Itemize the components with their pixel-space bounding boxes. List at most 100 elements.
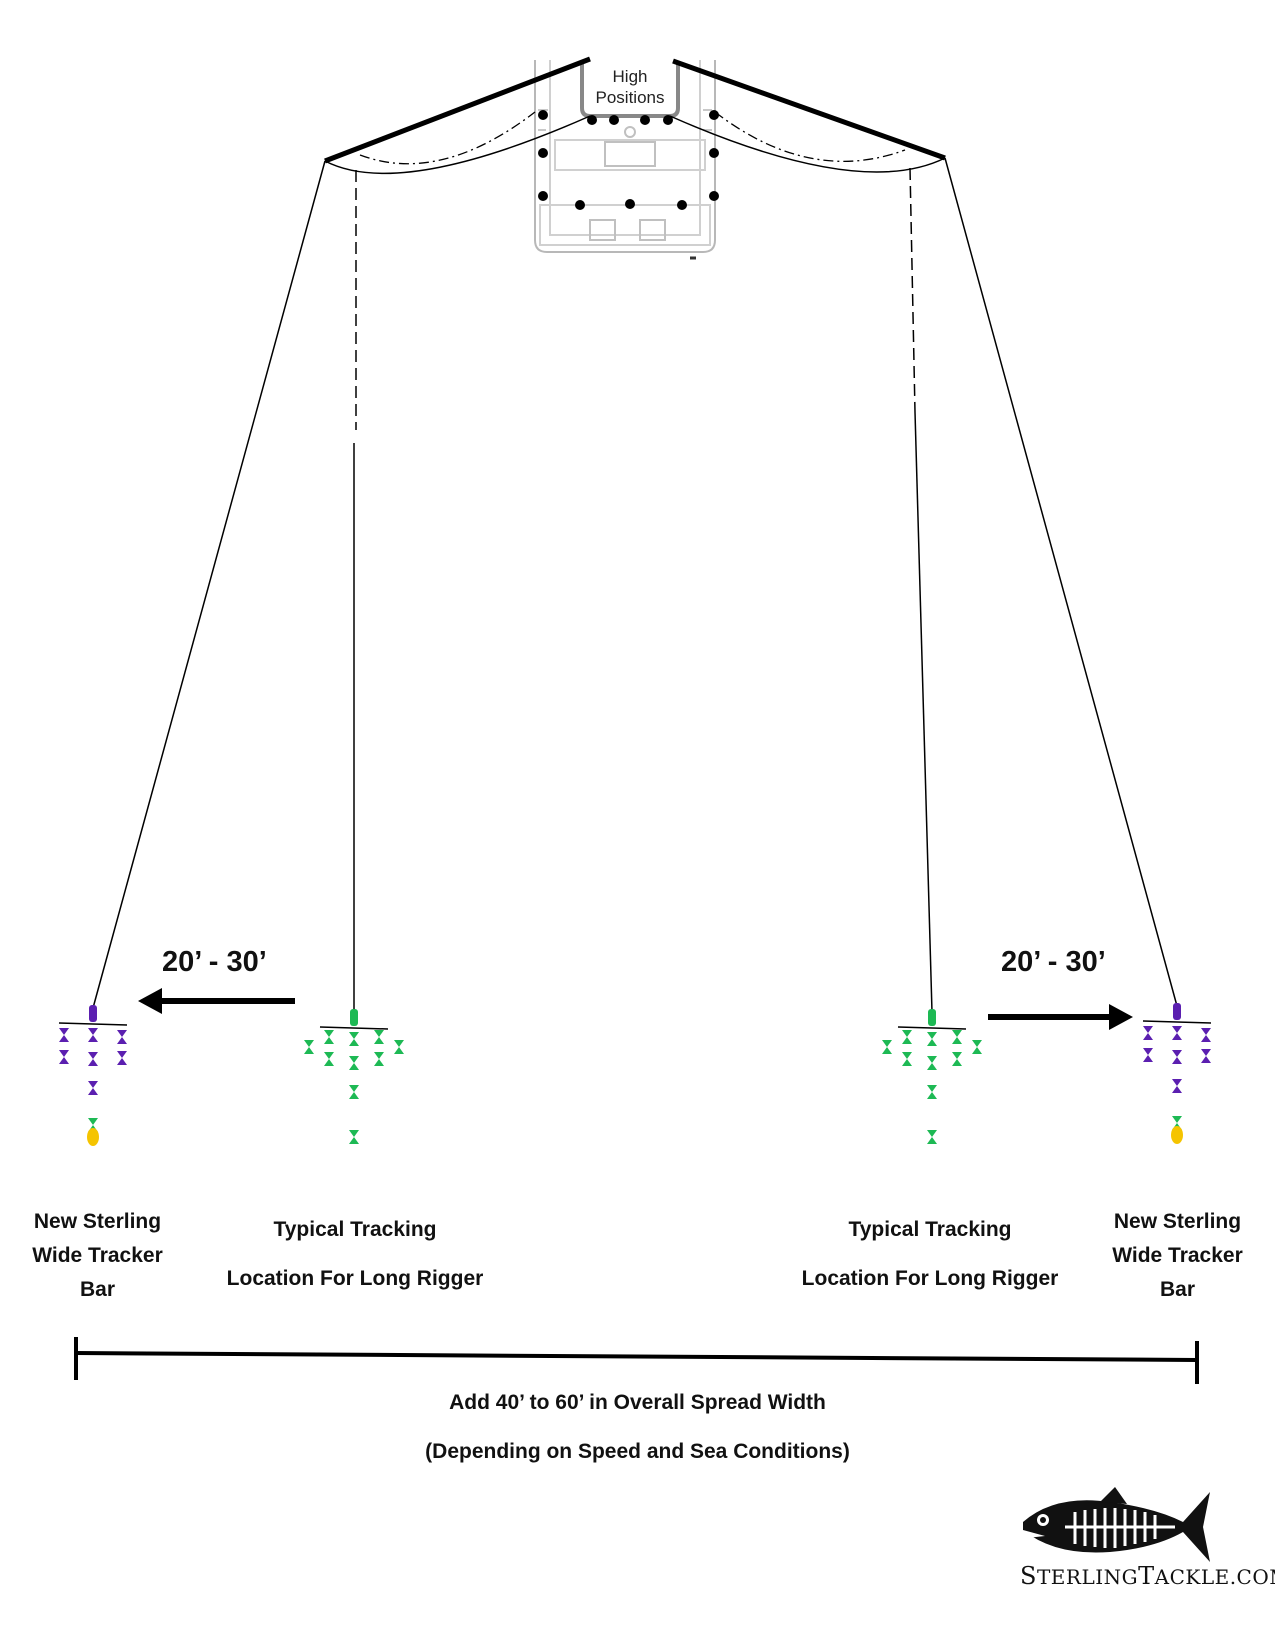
lure-teaser xyxy=(88,1052,98,1059)
right-wide-tracker-line3: Bar xyxy=(1159,1278,1196,1301)
lure-teaser xyxy=(1201,1056,1211,1063)
right-typical-line2: Location For Long Rigger xyxy=(801,1267,1059,1290)
tracker-bar xyxy=(1142,1020,1212,1024)
left-outrigger-pole xyxy=(324,56,591,164)
right-typical-line-dashed xyxy=(909,167,916,413)
rod-holder-dot xyxy=(709,191,719,201)
lure-teaser xyxy=(117,1058,127,1065)
left-halyard-dashed xyxy=(359,111,536,165)
lure-teaser xyxy=(349,1137,359,1144)
rod-holder-dot xyxy=(587,115,597,125)
tracker-bar xyxy=(58,1022,128,1026)
logo-cap-s: S xyxy=(1020,1562,1037,1590)
lure-teaser xyxy=(1143,1055,1153,1062)
tracker-connector xyxy=(928,1009,936,1026)
lure-teaser xyxy=(972,1040,982,1047)
left-typical-line1: Typical Tracking xyxy=(273,1218,437,1241)
lure-teaser xyxy=(324,1037,334,1044)
lure-teaser xyxy=(324,1059,334,1066)
right-wide-line xyxy=(944,157,1178,1007)
lure-teaser xyxy=(349,1092,359,1099)
lure-teaser xyxy=(304,1040,314,1047)
spread-width-label: Add 40’ to 60’ in Overall Spread Width xyxy=(449,1391,826,1414)
high-positions-bracket xyxy=(580,62,680,118)
lure-teaser xyxy=(1172,1116,1182,1123)
high-positions-label: High Positions xyxy=(582,66,678,108)
left-arrow-head xyxy=(138,988,162,1014)
left-wide-tracker-label: New Sterling Wide Tracker Bar xyxy=(10,1205,185,1307)
lure-teaser xyxy=(88,1118,98,1125)
tracker-bar xyxy=(897,1026,967,1030)
rod-holder-dot xyxy=(709,148,719,158)
lure-teaser xyxy=(304,1047,314,1054)
left-halyard xyxy=(324,115,591,175)
lure-teaser xyxy=(972,1047,982,1054)
lure-teaser xyxy=(902,1059,912,1066)
right-typical-line xyxy=(914,411,933,1013)
lure-teaser xyxy=(952,1059,962,1066)
lure-teaser xyxy=(1172,1057,1182,1064)
rod-holder-dot xyxy=(538,148,548,158)
left-wide-tracker-line3: Bar xyxy=(79,1278,116,1301)
lure-teaser xyxy=(59,1028,69,1035)
rod-holder-dot xyxy=(575,200,585,210)
left-wide-tracker-line2: Wide Tracker xyxy=(32,1244,163,1267)
right-halyard-dashed xyxy=(714,111,906,162)
lure-teaser xyxy=(349,1032,359,1039)
tracker-group xyxy=(58,1003,1212,1146)
lure-teaser xyxy=(902,1037,912,1044)
lure-teaser xyxy=(1143,1033,1153,1040)
lure-teaser xyxy=(349,1085,359,1092)
lure-teaser xyxy=(88,1059,98,1066)
lure-teaser xyxy=(349,1056,359,1063)
logo-small-1: TERLING xyxy=(1036,1565,1139,1589)
spread-width-bar xyxy=(75,1351,1198,1362)
right-typical-line1: Typical Tracking xyxy=(848,1218,1012,1241)
lure-teaser xyxy=(59,1057,69,1064)
right-outrigger-pole xyxy=(672,58,946,161)
lure-teaser xyxy=(882,1040,892,1047)
lure-teaser xyxy=(324,1030,334,1037)
left-wide-tracker-line1: New Sterling xyxy=(33,1210,162,1233)
lure-teaser xyxy=(117,1051,127,1058)
lure-teaser xyxy=(1143,1048,1153,1055)
lure-teaser xyxy=(927,1032,937,1039)
logo-small-2: ACKLE.COM xyxy=(1154,1565,1275,1589)
rod-holder-dot xyxy=(640,115,650,125)
lure-teaser xyxy=(1172,1050,1182,1057)
right-wide-tracker-line2: Wide Tracker xyxy=(1112,1244,1243,1267)
lure-teaser xyxy=(394,1047,404,1054)
lure-teaser xyxy=(952,1037,962,1044)
bait xyxy=(87,1128,99,1146)
right-arrow-head xyxy=(1109,1004,1133,1030)
rod-holder-dot xyxy=(709,110,719,120)
right-halyard xyxy=(669,115,946,173)
rod-holder-dot xyxy=(538,191,548,201)
lure-teaser xyxy=(349,1130,359,1137)
lure-teaser xyxy=(88,1088,98,1095)
left-wide-line xyxy=(92,160,326,1009)
right-typical-label: Typical Tracking Location For Long Rigge… xyxy=(780,1205,1080,1303)
lure-teaser xyxy=(88,1081,98,1088)
bait xyxy=(1171,1126,1183,1144)
lure-teaser xyxy=(1172,1026,1182,1033)
lure-teaser xyxy=(952,1052,962,1059)
lure-teaser xyxy=(927,1130,937,1137)
logo-cap-t: T xyxy=(1138,1562,1155,1590)
lure-teaser xyxy=(952,1030,962,1037)
lure-teaser xyxy=(349,1039,359,1046)
rod-holder-dot xyxy=(609,115,619,125)
right-wide-tracker-line1: New Sterling xyxy=(1113,1210,1242,1233)
lure-teaser xyxy=(927,1085,937,1092)
rod-holder-dot xyxy=(663,115,673,125)
spread-conditions-label: (Depending on Speed and Sea Conditions) xyxy=(425,1440,850,1463)
lure-teaser xyxy=(374,1030,384,1037)
lure-teaser xyxy=(374,1059,384,1066)
lure-teaser xyxy=(902,1052,912,1059)
rod-holder-dot xyxy=(538,110,548,120)
lure-teaser xyxy=(902,1030,912,1037)
sterling-tackle-logo-fish xyxy=(1023,1487,1210,1562)
rod-holder-dot xyxy=(625,199,635,209)
left-typical-line2: Location For Long Rigger xyxy=(226,1267,484,1290)
